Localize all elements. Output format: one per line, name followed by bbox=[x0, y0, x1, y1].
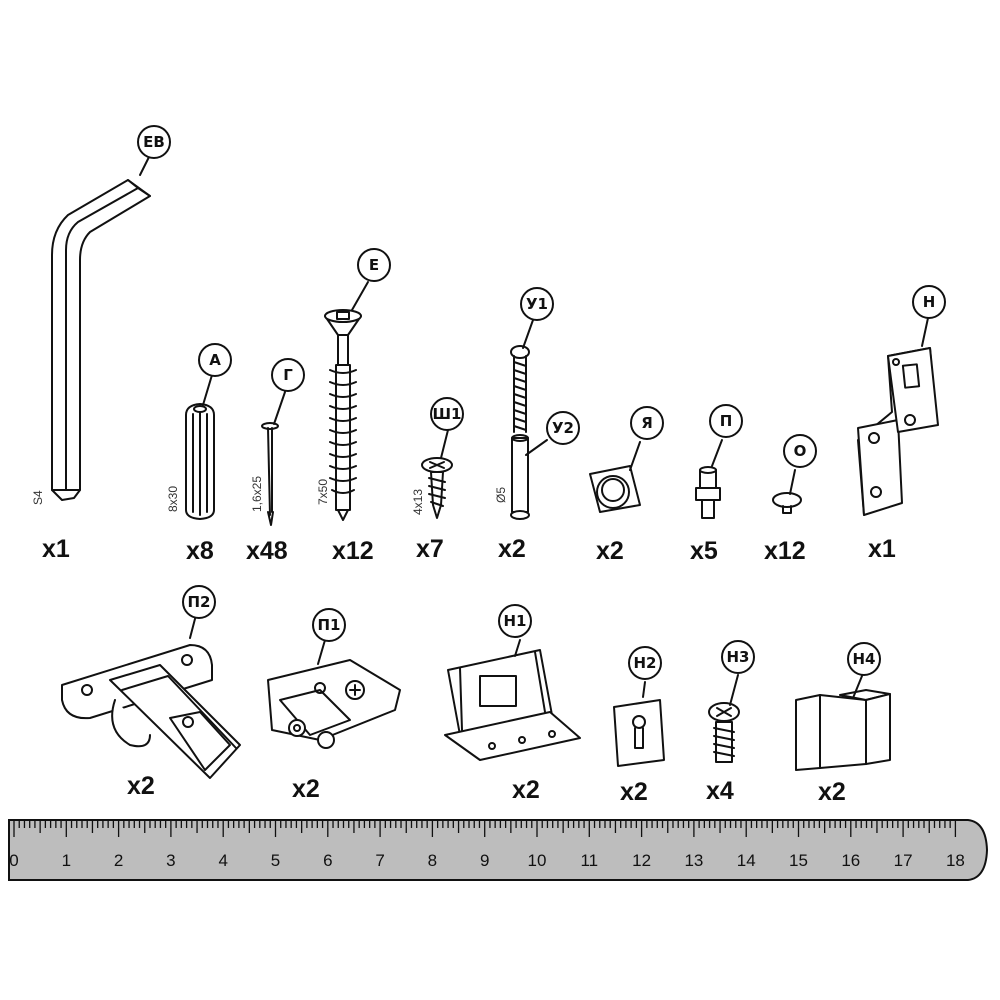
ruler-body bbox=[8, 819, 988, 881]
bolt-sleeve-drawing bbox=[510, 319, 548, 520]
confirmat-screw-drawing bbox=[324, 281, 369, 521]
badge-o: О bbox=[783, 434, 817, 468]
badge-sh1: Ш1 bbox=[430, 397, 464, 431]
qty-p1: x2 bbox=[292, 775, 320, 803]
qty-n3: x4 bbox=[706, 777, 734, 805]
badge-n3: Н3 bbox=[721, 640, 755, 674]
qty-e: x12 bbox=[332, 537, 374, 565]
ruler-tick-label: 10 bbox=[528, 851, 547, 870]
qty-o: x12 bbox=[764, 537, 806, 565]
ruler-tick-label: 11 bbox=[580, 851, 598, 870]
ruler-ticks bbox=[13, 821, 957, 837]
ruler-tick-label: 9 bbox=[480, 851, 489, 870]
hinge-p2-drawing bbox=[61, 614, 241, 779]
mounting-plate-drawing bbox=[857, 317, 939, 516]
hex-key-drawing bbox=[51, 154, 151, 501]
dim-u: Ø5 bbox=[494, 486, 508, 503]
nail-drawing bbox=[261, 391, 286, 526]
ruler-tick-label: 13 bbox=[684, 851, 703, 870]
shelf-pin-drawing bbox=[695, 439, 723, 519]
qty-n: x1 bbox=[868, 535, 896, 563]
ruler-tick-label: 14 bbox=[737, 851, 756, 870]
qty-p: x5 bbox=[690, 537, 718, 565]
badge-u1: У1 bbox=[520, 287, 554, 321]
badge-n1: Н1 bbox=[498, 604, 532, 638]
ruler-tick-label: 17 bbox=[894, 851, 913, 870]
ruler-tick-label: 16 bbox=[841, 851, 860, 870]
dim-a: 8x30 bbox=[166, 485, 180, 512]
dim-ev: S4 bbox=[31, 490, 45, 505]
badge-ev: ЕВ bbox=[137, 125, 171, 159]
qty-a: x8 bbox=[186, 537, 214, 565]
badge-u2: У2 bbox=[546, 411, 580, 445]
ruler-tick-label: 8 bbox=[428, 851, 437, 870]
cover-cap-drawing bbox=[772, 469, 802, 514]
dim-sh1: 4x13 bbox=[411, 488, 425, 515]
qty-p2: x2 bbox=[127, 772, 155, 800]
qty-n4: x2 bbox=[818, 778, 846, 806]
qty-ev: x1 bbox=[42, 535, 70, 563]
qty-u: x2 bbox=[498, 535, 526, 563]
qty-ya: x2 bbox=[596, 537, 624, 565]
dowel-drawing bbox=[185, 374, 215, 520]
ruler-tick-label: 4 bbox=[218, 851, 227, 870]
bumper-pad-drawing bbox=[589, 441, 641, 513]
wood-screw-drawing bbox=[421, 429, 453, 519]
dim-g: 1,6x25 bbox=[250, 475, 264, 512]
ruler-tick-label: 5 bbox=[271, 851, 280, 870]
badge-n4: Н4 bbox=[847, 642, 881, 676]
dim-e: 7x50 bbox=[316, 478, 330, 505]
ruler-tick-label: 12 bbox=[632, 851, 651, 870]
ruler-tick-label: 18 bbox=[946, 851, 965, 870]
ruler-tick-label: 7 bbox=[375, 851, 384, 870]
badge-p1: П1 bbox=[312, 608, 346, 642]
ruler-tick-label: 1 bbox=[62, 851, 71, 870]
ruler-tick-label: 6 bbox=[323, 851, 332, 870]
badge-e: Е bbox=[357, 248, 391, 282]
bracket-n1-drawing bbox=[444, 639, 581, 761]
badge-p: П bbox=[709, 404, 743, 438]
keyhole-plate-drawing bbox=[613, 681, 665, 767]
confirmat-screw-n3-drawing bbox=[708, 674, 740, 763]
hinge-plate-p1-drawing bbox=[267, 639, 401, 749]
badge-n2: Н2 bbox=[628, 646, 662, 680]
ruler-tick-label: 3 bbox=[166, 851, 175, 870]
ruler-tick-label: 2 bbox=[114, 851, 123, 870]
ruler-tick-label: 15 bbox=[789, 851, 808, 870]
qty-n1: x2 bbox=[512, 776, 540, 804]
ruler-tick-label: 0 bbox=[9, 851, 18, 870]
badge-a: А bbox=[198, 343, 232, 377]
qty-g: x48 bbox=[246, 537, 288, 565]
badge-n: Н bbox=[912, 285, 946, 319]
badge-ya: Я bbox=[630, 406, 664, 440]
qty-n2: x2 bbox=[620, 778, 648, 806]
badge-g: Г bbox=[271, 358, 305, 392]
badge-p2: П2 bbox=[182, 585, 216, 619]
qty-sh1: x7 bbox=[416, 535, 444, 563]
angle-bracket-drawing bbox=[795, 675, 891, 771]
